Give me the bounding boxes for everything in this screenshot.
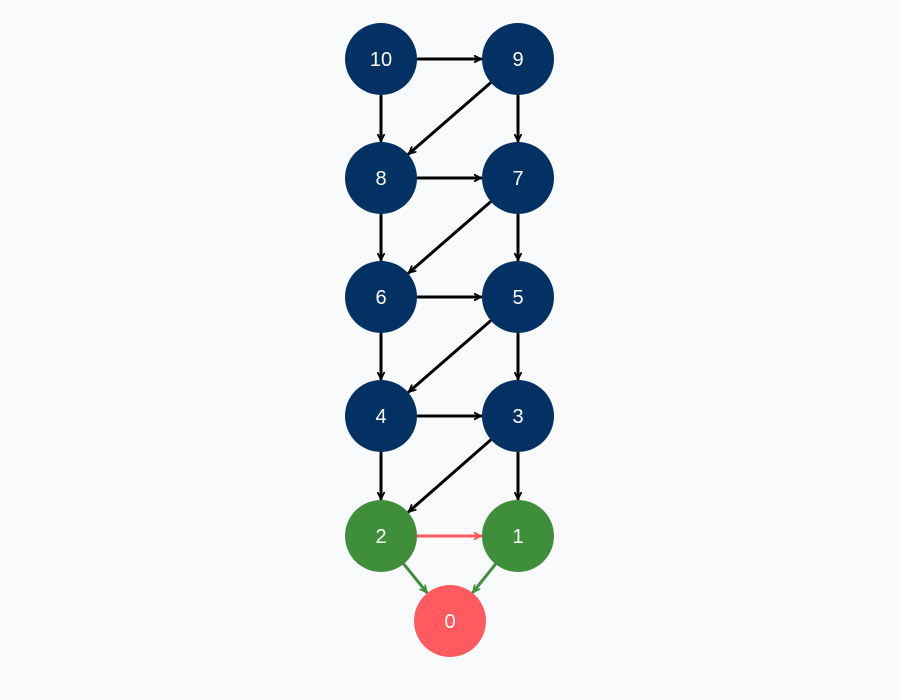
- node-label: 6: [375, 287, 386, 309]
- node-label: 1: [512, 526, 523, 548]
- node-1: 1: [482, 500, 554, 572]
- node-10: 10: [345, 23, 417, 95]
- node-2: 2: [345, 500, 417, 572]
- node-label: 4: [375, 406, 386, 428]
- node-circle: [345, 500, 417, 572]
- edge-9-to-8: [407, 81, 492, 156]
- node-label: 8: [375, 168, 386, 190]
- node-4: 4: [345, 380, 417, 452]
- node-circle: [482, 23, 554, 95]
- node-circle: [482, 380, 554, 452]
- edge-2-to-0: [402, 563, 429, 594]
- node-label: 7: [512, 168, 523, 190]
- node-0: 0: [414, 585, 486, 657]
- node-circle: [345, 380, 417, 452]
- node-label: 3: [512, 406, 523, 428]
- node-circle: [345, 142, 417, 214]
- node-circle: [345, 261, 417, 333]
- edge-5-to-4: [407, 319, 492, 394]
- node-5: 5: [482, 261, 554, 333]
- node-label: 5: [512, 287, 523, 309]
- node-label: 0: [444, 611, 455, 633]
- node-9: 9: [482, 23, 554, 95]
- edge-7-to-6: [407, 200, 492, 275]
- node-label: 9: [512, 49, 523, 71]
- node-6: 6: [345, 261, 417, 333]
- node-circle: [482, 142, 554, 214]
- edge-1-to-0: [471, 563, 497, 594]
- node-circle: [482, 500, 554, 572]
- node-3: 3: [482, 380, 554, 452]
- node-7: 7: [482, 142, 554, 214]
- node-circle: [482, 261, 554, 333]
- edge-3-to-2: [407, 438, 492, 514]
- edge-layer: [381, 59, 518, 594]
- node-circle: [414, 585, 486, 657]
- node-label: 2: [375, 526, 386, 548]
- node-8: 8: [345, 142, 417, 214]
- node-circle: [345, 23, 417, 95]
- node-label: 10: [370, 49, 392, 71]
